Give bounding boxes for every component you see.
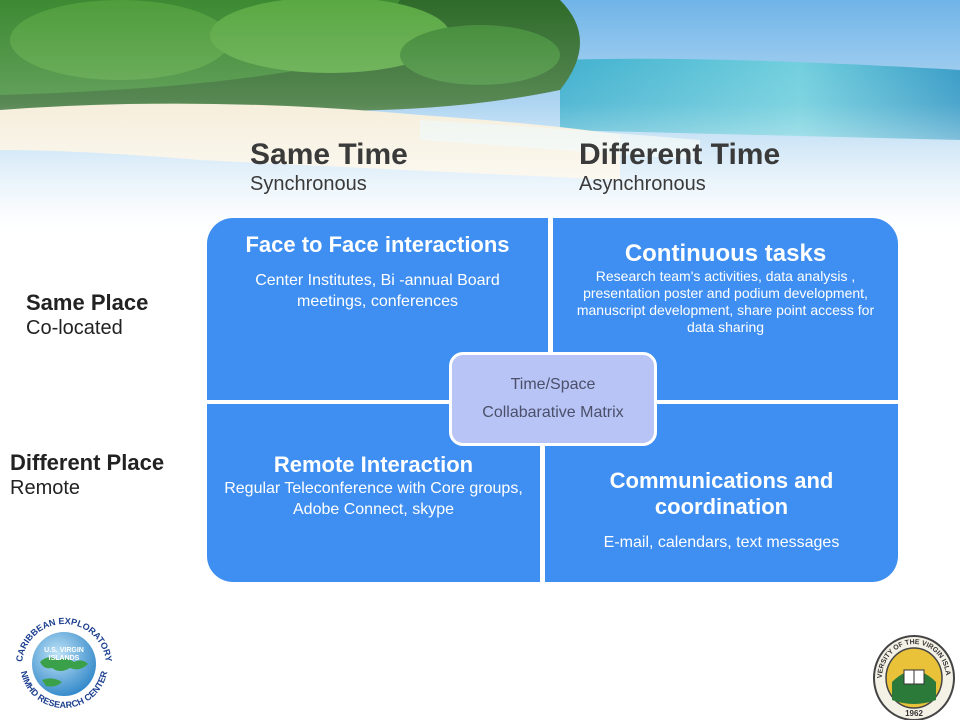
row-title: Different Place — [10, 450, 165, 475]
quadrant-description: Regular Teleconference with Core groups,… — [224, 480, 523, 518]
column-header-different-time: Different Time Asynchronous — [579, 138, 780, 196]
row-header-same-place: Same Place Co-located — [26, 290, 148, 340]
logo-center-line-1: U.S. VIRGIN — [44, 647, 84, 654]
quadrant-description: Research team's activities, data analysi… — [576, 268, 875, 335]
row-header-different-place: Different Place Remote — [10, 450, 164, 500]
seal-year: 1962 — [905, 709, 923, 718]
quadrant-description: E-mail, calendars, text messages — [603, 534, 840, 551]
column-subtitle: Asynchronous — [579, 173, 706, 195]
row-subtitle: Remote — [10, 477, 81, 499]
caribbean-exploratory-logo: U.S. VIRGIN ISLANDS CARIBBEAN EXPLORATOR… — [8, 606, 120, 718]
column-subtitle: Synchronous — [250, 173, 367, 195]
quadrant-description: Center Institutes, Bi -annual Board meet… — [255, 272, 500, 310]
center-line-2: Collabarative Matrix — [482, 404, 624, 421]
logo-center-line-2: ISLANDS — [49, 655, 80, 662]
column-title: Same Time — [250, 138, 408, 171]
quadrant-title: Communications and coordination — [609, 468, 834, 519]
row-subtitle: Co-located — [26, 317, 123, 339]
column-title: Different Time — [579, 138, 781, 171]
beach-banner-image — [0, 0, 960, 230]
quadrant-title: Continuous tasks — [624, 240, 827, 267]
quadrant-title: Remote Interaction — [273, 452, 474, 477]
matrix-center-label: Time/Space Collabarative Matrix — [449, 352, 657, 446]
quadrant-title: Face to Face interactions — [245, 232, 510, 257]
row-title: Same Place — [26, 290, 149, 315]
quadrant-face-to-face: Face to Face interactions Center Institu… — [207, 218, 548, 400]
center-line-1: Time/Space — [510, 376, 596, 393]
university-seal-logo: UNIVERSITY OF THE VIRGIN ISLANDS 1962 — [869, 625, 956, 721]
column-header-same-time: Same Time Synchronous — [250, 138, 408, 196]
